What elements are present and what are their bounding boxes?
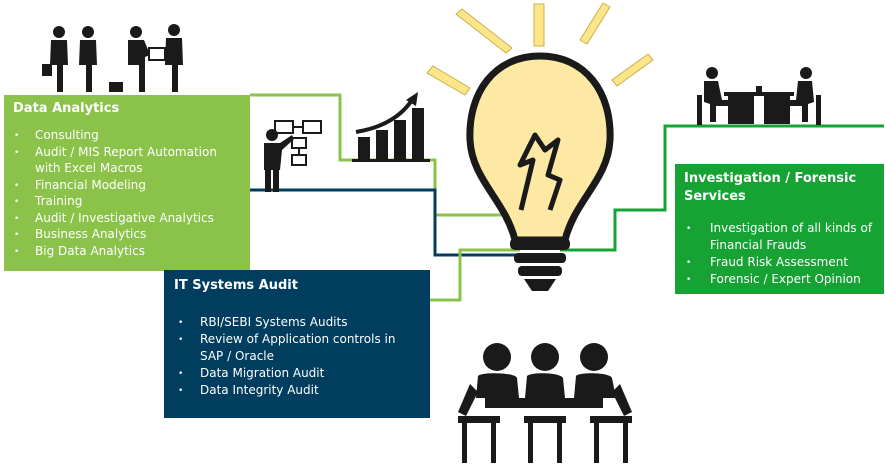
data-analytics-item: • Big Data Analytics <box>13 243 244 260</box>
light-rays <box>426 2 654 96</box>
data-analytics-item: • Audit / Investigative Analytics <box>13 210 244 227</box>
it-systems-audit-item-label: Data Migration Audit <box>200 366 325 380</box>
bullet-icon: • <box>178 318 184 328</box>
bottom-connector-line <box>430 248 520 302</box>
data-analytics-list: • Consulting • Audit / MIS Report Automatio… <box>13 127 244 259</box>
it-systems-audit-list: • RBI/SEBI Systems Audits • Review of Appli… <box>174 314 420 399</box>
it-systems-audit-item-label: Review of Application controls in SAP / … <box>200 332 396 363</box>
bullet-icon: • <box>178 369 184 379</box>
investigation-forensic-title: Investigation / Forensic Services <box>684 171 857 204</box>
data-analytics-item-label: Big Data Analytics <box>35 243 145 258</box>
bullet-icon: • <box>14 147 20 158</box>
data-analytics-item: • Consulting <box>13 127 244 144</box>
data-analytics-box: Data Analytics • Consulting • Audit / MIS R… <box>4 95 250 271</box>
presenter-flowchart-icon <box>264 120 322 192</box>
data-analytics-item-label: Financial Modeling <box>35 177 146 192</box>
data-analytics-item: • Financial Modeling <box>13 177 244 194</box>
business-people-icon <box>42 24 183 92</box>
team-table-icon <box>458 343 632 463</box>
it-systems-audit-item: • Data Migration Audit <box>174 365 420 382</box>
meeting-desk-icon <box>697 67 821 125</box>
bullet-icon: • <box>686 258 692 268</box>
data-analytics-item-label: Training <box>35 194 83 208</box>
bullet-icon: • <box>14 131 20 141</box>
data-analytics-item-label: Audit / MIS Report Automation with Excel… <box>35 144 217 176</box>
it-systems-audit-box: IT Systems Audit • RBI/SEBI Systems Audit… <box>164 270 430 418</box>
investigation-forensic-item: • Investigation of all kinds of Financial… <box>684 220 876 254</box>
bullet-icon: • <box>14 197 20 207</box>
bullet-icon: • <box>14 213 20 224</box>
growth-chart-icon <box>352 92 430 162</box>
it-systems-audit-item: • RBI/SEBI Systems Audits <box>174 314 420 331</box>
bullet-icon: • <box>14 180 20 191</box>
it-systems-audit-item-label: Data Integrity Audit <box>200 383 319 397</box>
bullet-icon: • <box>14 230 20 240</box>
data-analytics-item-label: Business Analytics <box>35 227 147 241</box>
bullet-icon: • <box>178 386 184 396</box>
it-systems-audit-item: • Data Integrity Audit <box>174 382 420 399</box>
investigation-forensic-item-label: Forensic / Expert Opinion <box>710 272 861 286</box>
investigation-forensic-list: • Investigation of all kinds of Financial… <box>684 220 876 288</box>
light-bulb-icon <box>466 52 614 291</box>
investigation-forensic-item-label: Investigation of all kinds of Financial … <box>710 221 873 252</box>
data-analytics-item: • Training <box>13 193 244 210</box>
bullet-icon: • <box>178 335 184 345</box>
it-systems-audit-item-label: RBI/SEBI Systems Audits <box>200 315 348 329</box>
it-connector-line <box>250 188 520 257</box>
investigation-forensic-box: Investigation / Forensic Services • Inves… <box>675 164 884 294</box>
data-analytics-title: Data Analytics <box>13 101 120 116</box>
forensic-connector-line <box>560 124 884 252</box>
bullet-icon: • <box>686 224 692 234</box>
investigation-forensic-item-label: Fraud Risk Assessment <box>710 255 849 269</box>
data-analytics-item-label: Audit / Investigative Analytics <box>35 210 214 225</box>
bullet-icon: • <box>686 275 692 285</box>
data-analytics-item-label: Consulting <box>35 128 99 142</box>
investigation-forensic-item: • Forensic / Expert Opinion <box>684 271 876 288</box>
investigation-forensic-item: • Fraud Risk Assessment <box>684 254 876 271</box>
bullet-icon: • <box>14 246 20 257</box>
it-systems-audit-title: IT Systems Audit <box>174 278 298 293</box>
it-systems-audit-item: • Review of Application controls in SAP /… <box>174 331 420 365</box>
data-analytics-item: • Audit / MIS Report Automation with Exce… <box>13 144 244 177</box>
data-analytics-item: • Business Analytics <box>13 226 244 243</box>
